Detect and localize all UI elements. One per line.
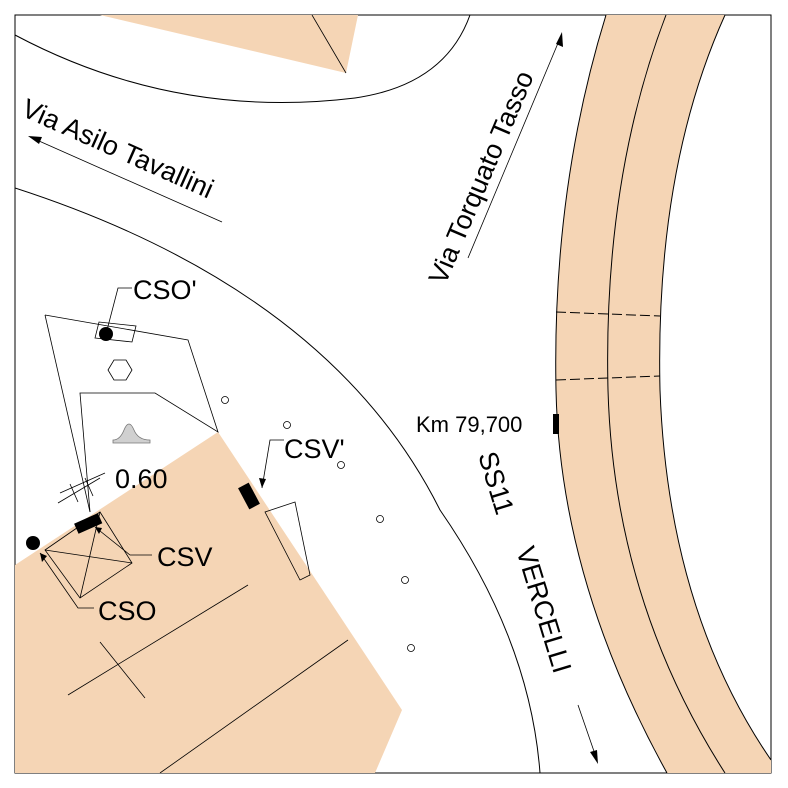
hexagon-symbol xyxy=(107,359,133,381)
pole-marker xyxy=(337,461,345,469)
main-curb-curve xyxy=(15,187,541,773)
pole-marker xyxy=(283,421,291,429)
ss11-road-band xyxy=(555,15,771,773)
vercelli-arrow xyxy=(577,704,598,761)
asilo-arrow xyxy=(29,136,223,223)
km-marker-block xyxy=(553,414,559,434)
csv-prime-block xyxy=(238,482,260,510)
pole-marker xyxy=(221,396,229,404)
road-section-dash xyxy=(555,375,661,381)
dimension-label: 0.60 xyxy=(115,464,168,494)
ss11-road-outer-edge xyxy=(659,15,771,761)
lower-left-parcel xyxy=(15,432,402,773)
pole-markers xyxy=(221,396,415,652)
point-label-cso: CSO xyxy=(98,596,157,626)
road-section-dash xyxy=(555,311,661,317)
pole-marker xyxy=(407,644,415,652)
point-label-csv-prime: CSV' xyxy=(284,434,345,464)
tasso-arrow xyxy=(467,35,562,259)
cso-point xyxy=(26,536,40,550)
traffic-island xyxy=(44,314,219,513)
point-label-csv: CSV xyxy=(157,542,213,572)
km-marker-label: Km 79,700 xyxy=(416,412,522,437)
pole-marker xyxy=(376,515,384,523)
ss11-road-inner-edge xyxy=(555,15,668,773)
csv-block xyxy=(74,513,103,534)
upper-arc-edge xyxy=(15,15,471,104)
speed-bump-symbol xyxy=(112,423,151,444)
point-label-cso-prime: CSO' xyxy=(133,275,197,305)
pole-marker xyxy=(401,576,409,584)
ss11-road-centre-line xyxy=(607,15,726,773)
top-parcel xyxy=(100,15,358,73)
